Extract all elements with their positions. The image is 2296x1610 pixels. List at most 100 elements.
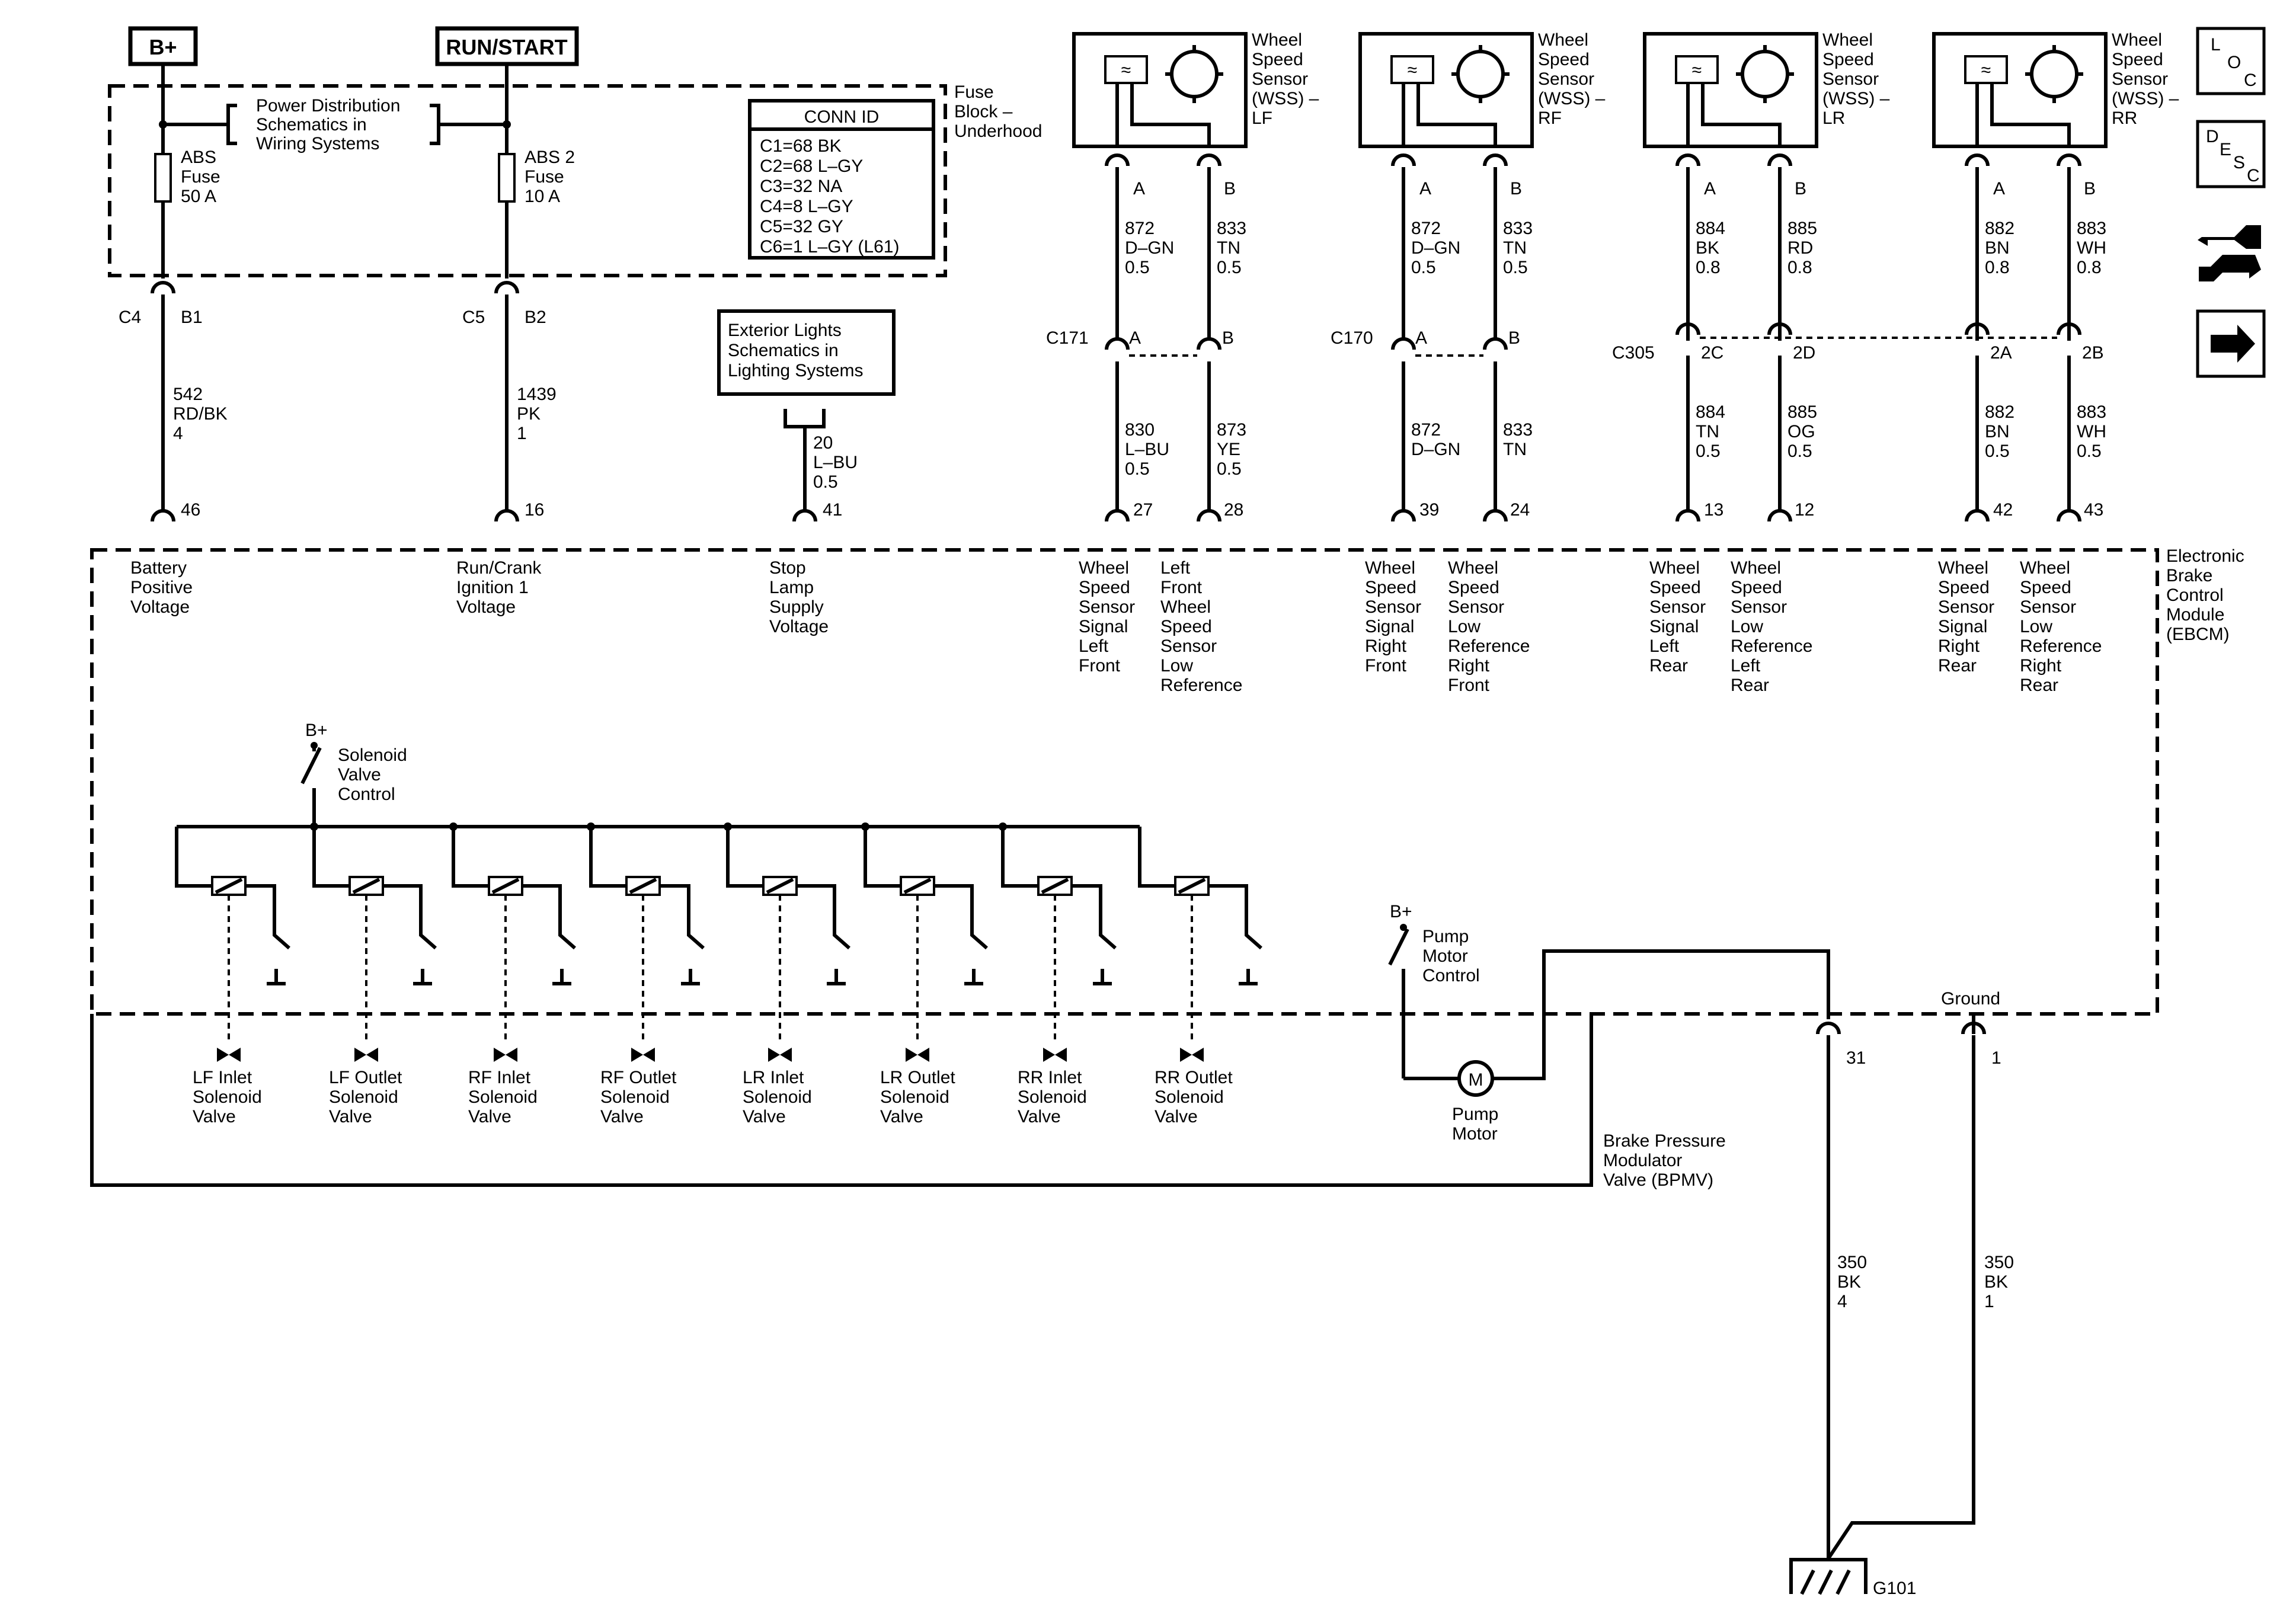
wire-text: 872 (1411, 420, 1441, 440)
abs2-fuse-text-3: 10 A (525, 187, 560, 206)
input-stop-lamp-supply: Stop Lamp Supply Voltage (769, 558, 829, 636)
wss-lr-text: LR (1822, 108, 1845, 128)
ebcm-pin: 12 (1795, 500, 1814, 520)
valve-text: LF Outlet (329, 1068, 402, 1087)
wire-text: L–BU (1125, 440, 1169, 459)
wss-lr-pin-b: B (1795, 179, 1806, 199)
input-text: Wheel (1079, 558, 1129, 578)
input-text: Rear (1731, 676, 1769, 695)
wire-text: 0.8 (2077, 258, 2102, 277)
loc-button[interactable]: L O C (2196, 27, 2266, 95)
exterior-lights-reference[interactable]: Exterior Lights Schematics in Lighting S… (717, 309, 896, 396)
pump-control-text: Control (1422, 966, 1480, 985)
wire-text: 885 (1787, 402, 1817, 422)
ebcm-text: Control (2166, 585, 2224, 605)
valve-rr-inlet[interactable]: RR Inlet Solenoid Valve (1018, 1048, 1087, 1126)
ebcm-pin-1: 1 (1991, 1048, 2001, 1068)
wire-20: 20 L–BU 0.5 (813, 433, 858, 492)
wire-text: 1439 (517, 385, 557, 404)
input-text: Wheel (1365, 558, 1415, 578)
wss-rf[interactable]: ≈ Wheel Speed Sensor (WSS) – RF (1358, 30, 1606, 148)
power-source-bplus: B+ (128, 26, 198, 66)
input-wss-low-ref-rr: Wheel Speed Sensor Low Reference Right R… (2020, 558, 2102, 695)
valve-lf-outlet[interactable]: LF Outlet Solenoid Valve (329, 1048, 402, 1126)
pump-motor[interactable]: M Pump Motor (1403, 949, 1830, 1144)
wss-rr[interactable]: ≈ Wheel Speed Sensor (WSS) – RR (1932, 30, 2179, 148)
next-page-button[interactable] (2196, 309, 2266, 378)
wire-text: 4 (173, 424, 183, 443)
wire-text: YE (1217, 440, 1240, 459)
power-distribution-reference[interactable]: Power Distribution Schematics in Wiring … (226, 96, 440, 153)
ebcm-pin: 24 (1510, 500, 1530, 520)
valve-text: RF Inlet (468, 1068, 531, 1087)
wire-text: 0.5 (1217, 459, 1242, 479)
valve-rf-outlet[interactable]: RF Outlet Solenoid Valve (600, 1048, 677, 1126)
input-text: Reference (1448, 636, 1530, 656)
input-text: Sensor (1079, 597, 1135, 617)
c305-pin: 2C (1701, 343, 1723, 363)
solenoid-rf-outlet (589, 827, 705, 1043)
solenoid-lf-inlet (175, 827, 290, 1043)
ebcm-pin: 42 (1993, 500, 2013, 520)
valve-lf-inlet[interactable]: LF Inlet Solenoid Valve (193, 1048, 262, 1126)
input-text: Voltage (130, 597, 190, 617)
wire-text: D–GN (1411, 238, 1460, 258)
wire-text: 885 (1787, 219, 1817, 238)
wire-text: 350 (1984, 1253, 2014, 1272)
wss-lf[interactable]: ≈ Wheel Speed Sensor (WSS) – LF (1072, 30, 1319, 148)
wss-rr-text: (WSS) – (2112, 89, 2179, 108)
conn-id-row: C3=32 NA (760, 177, 842, 196)
valve-lr-outlet[interactable]: LR Outlet Solenoid Valve (880, 1048, 955, 1126)
solenoid-lr-inlet (726, 827, 850, 1043)
connector-c305[interactable]: C305 2C 2D 2A 2B (1612, 324, 2104, 363)
ebcm-input-labels: Battery Positive Voltage Run/Crank Ignit… (130, 558, 2102, 695)
c305-pin: 2D (1793, 343, 1815, 363)
ebcm-outline (90, 548, 2159, 1016)
wss-lf-pin-b: B (1224, 179, 1236, 199)
wire-text: 873 (1217, 420, 1246, 440)
input-text: Reference (1731, 636, 1812, 656)
input-text: Low (1160, 656, 1193, 676)
abs-fuse-text-1: ABS (181, 148, 216, 167)
ebcm-text: Module (2166, 605, 2224, 625)
c170-label: C170 (1331, 328, 1373, 348)
connector-c171[interactable]: C171 A B (1046, 328, 1234, 357)
ebcm-pin: 41 (823, 500, 842, 520)
valve-lr-inlet[interactable]: LR Inlet Solenoid Valve (743, 1048, 812, 1126)
abs-fuse-text-2: Fuse (181, 167, 220, 187)
input-text: Speed (1649, 578, 1701, 597)
solenoid-bplus-label: B+ (305, 721, 328, 740)
abs2-fuse (498, 153, 516, 203)
valve-text: Valve (1155, 1107, 1198, 1126)
wss-rr-pin-b: B (2084, 179, 2096, 199)
input-text: Signal (1365, 617, 1414, 636)
connector-c170[interactable]: C170 A B (1331, 328, 1520, 357)
ground-wire-350-bk-1: 350 BK 1 (1984, 1253, 2014, 1311)
abs-fuse (154, 153, 172, 203)
wss-lr[interactable]: ≈ Wheel Speed Sensor (WSS) – LR (1643, 30, 1890, 148)
abs-fuse-label: ABS Fuse 50 A (181, 148, 220, 206)
valve-text: Valve (880, 1107, 923, 1126)
valve-text: Valve (743, 1107, 786, 1126)
ebcm-pin: 39 (1419, 500, 1439, 520)
ground-g101-label: G101 (1873, 1579, 1916, 1598)
valve-rf-inlet[interactable]: RF Inlet Solenoid Valve (468, 1048, 538, 1126)
input-text: Speed (1160, 617, 1212, 636)
ground-g101[interactable]: G101 (1789, 1558, 1916, 1598)
wire-text: BN (1985, 238, 2010, 258)
wire-text: TN (1503, 238, 1527, 258)
input-text: Rear (1938, 656, 1977, 676)
wire-text: RD/BK (173, 404, 228, 424)
wire-text: 883 (2077, 402, 2106, 422)
connector-icon[interactable] (2198, 225, 2261, 281)
input-text: Low (1731, 617, 1763, 636)
desc-button[interactable]: D E S C (2196, 120, 2266, 188)
valve-text: Solenoid (468, 1087, 538, 1107)
conn-id-table: CONN ID C1=68 BK C2=68 L–GY C3=32 NA C4=… (748, 99, 935, 260)
valve-rr-outlet[interactable]: RR Outlet Solenoid Valve (1155, 1048, 1233, 1126)
wss-lf-pin-a: A (1133, 179, 1145, 199)
c171-label: C171 (1046, 328, 1089, 348)
input-text: Left (1079, 636, 1109, 656)
valve-text: Solenoid (1155, 1087, 1224, 1107)
desc-letter: C (2247, 166, 2260, 185)
